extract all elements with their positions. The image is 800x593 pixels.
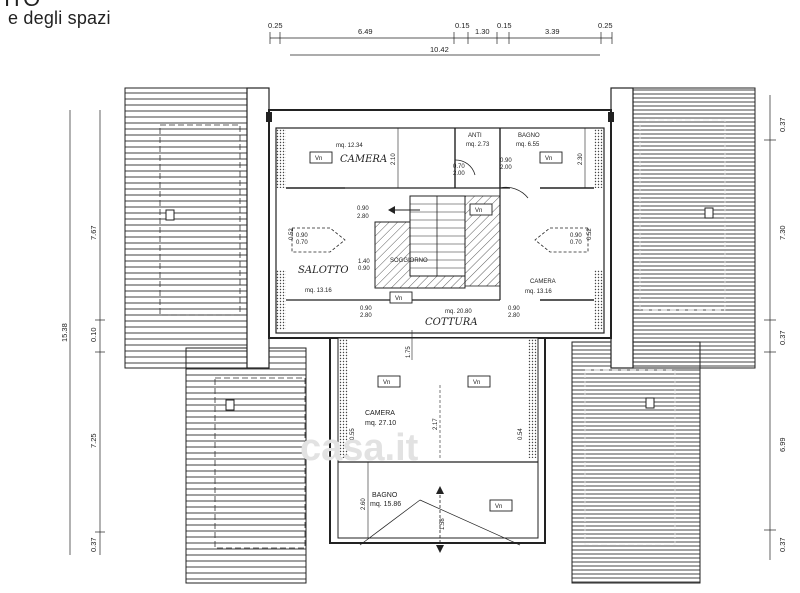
dim-left-3: 7.25 [89,433,98,448]
plan-title: e degli spazi [8,8,111,28]
vn-marker-1: Vn [315,156,322,162]
staircase [374,195,501,289]
room-camera-top-area: mq. 12.34 [336,143,363,149]
lower-stair [359,486,521,553]
dim-top-1: 0.25 [268,21,283,30]
dim-overall: 10.42 [430,45,449,54]
room-soggiorno-area: mq. 20.80 [445,309,472,315]
dim-right-1: 0.37 [778,117,787,132]
room-bagno-top-area: mq. 6.55 [516,142,540,148]
window-3-w: 0.90 [296,233,308,239]
roof-slopes [124,87,756,584]
vn-marker-2: Vn [545,156,552,162]
dim-right-strip: 0.54 [518,428,524,440]
dim-right-2: 7.30 [778,225,787,240]
dim-camera-right-w: 0.52 [587,228,593,240]
dim-top-6: 3.39 [545,27,560,36]
dim-bagno-top: 2.30 [578,153,584,165]
room-cottura-name: COTTURA [425,317,478,328]
window-8-w: 0.70 [453,164,465,170]
room-bagno-bottom-name: BAGNO [372,492,398,499]
dim-left-4: 0.37 [89,537,98,552]
slope-markers [291,227,589,253]
dim-bagno-bottom: 2.60 [361,498,367,510]
inner-dimensions: 2.10 2.30 0.52 0.52 2.60 1.58 1.75 2.17 … [289,128,593,538]
room-bagno-bottom-area: mq. 15.86 [370,501,401,508]
window-4-w: 0.90 [570,233,582,239]
left-dimension-chain: 7.67 0.10 7.25 0.37 15.38 [60,110,105,555]
dim-left-strip: 0.55 [350,428,356,440]
dim-top-2: 6.49 [358,27,373,36]
top-dimension-chain: 0.25 6.49 0.15 1.30 0.15 3.39 0.25 10.42 [268,21,613,56]
window-7-h: 2.80 [508,313,520,319]
dim-left-total: 15.38 [60,323,69,342]
window-5-h: 0.90 [358,266,370,272]
room-anti-area: mq. 2.73 [466,142,490,148]
window-6-w: 0.90 [360,306,372,312]
dim-top-4: 1.30 [475,27,490,36]
window-9-w: 0.90 [500,158,512,164]
window-3-h: 0.70 [296,240,308,246]
room-soggiorno-name: SOGGIORNO [390,258,428,264]
dim-salotto-w: 0.52 [289,228,295,240]
window-1-h: 2.80 [357,214,369,220]
window-8-h: 2.00 [453,171,465,177]
title-fragment: ITO [4,0,40,12]
room-camera-top-name: CAMERA [340,154,387,165]
vn-marker-6: Vn [495,504,502,510]
window-6-h: 2.80 [360,313,372,319]
dim-corridor: 1.75 [406,346,412,358]
opening-labels: 0.90 2.80 0.90 0.70 0.90 0.70 1.40 0.90 … [296,158,582,319]
dim-camera-top: 2.10 [391,153,397,165]
window-7-w: 0.90 [508,306,520,312]
dim-top-3: 0.15 [455,21,470,30]
vn-marker-4: Vn [383,380,390,386]
dim-left-2: 0.10 [89,327,98,342]
room-camera-right-name: CAMERA [530,279,556,285]
watermark: casa.it [300,427,419,469]
room-labels: CAMERA mq. 12.34 ANTI mq. 2.73 BAGNO mq.… [298,133,556,508]
vn-marker-7: Vn [475,208,482,214]
room-camera-bottom-name: CAMERA [365,410,395,417]
window-1-w: 0.90 [357,206,369,212]
dim-top-7: 0.25 [598,21,613,30]
room-salotto-area: mq. 13.16 [305,288,332,294]
vn-marker-3: Vn [395,296,402,302]
dim-right-3: 0.37 [778,330,787,345]
vn-markers: Vn Vn Vn Vn Vn Vn Vn [309,151,563,512]
room-anti-name: ANTI [468,133,482,139]
room-camera-bottom-area: mq. 27.10 [365,420,396,427]
dim-top-5: 0.15 [497,21,512,30]
room-salotto-name: SALOTTO [298,265,349,276]
dim-h-center: 2.17 [433,418,439,430]
window-5-w: 1.40 [358,259,370,265]
dim-right-5: 0.37 [778,537,787,552]
window-4-h: 0.70 [570,240,582,246]
vn-marker-5: Vn [473,380,480,386]
room-bagno-top-name: BAGNO [518,133,540,139]
dim-right-4: 6.99 [778,437,787,452]
right-dimension-chain: 0.37 7.30 0.37 6.99 0.37 [764,95,787,560]
room-camera-right-area: mq. 13.16 [525,289,552,295]
dim-stair-bottom: 1.58 [440,518,446,530]
window-9-h: 2.00 [500,165,512,171]
dim-left-1: 7.67 [89,225,98,240]
